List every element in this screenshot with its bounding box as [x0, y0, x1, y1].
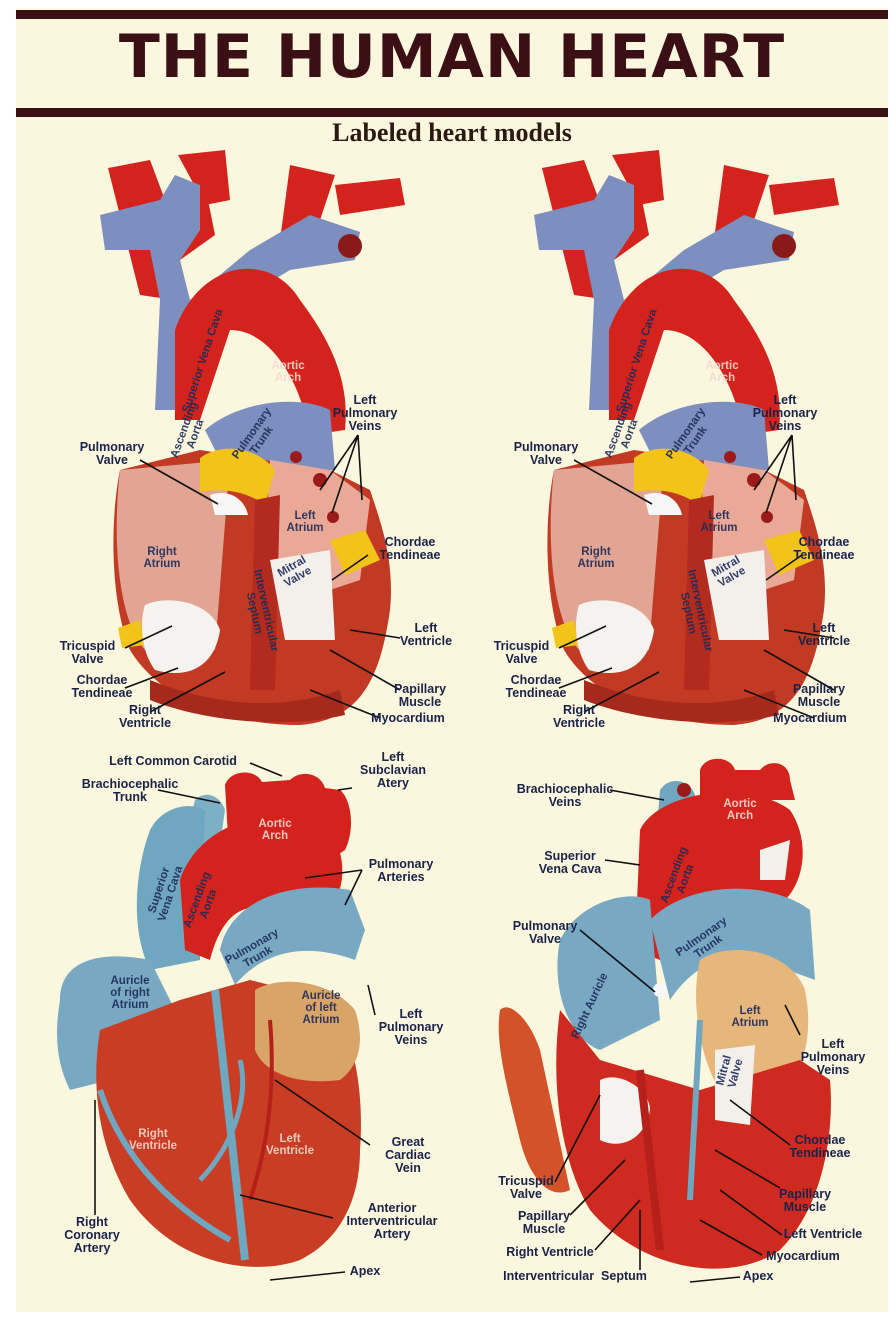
p2-papillary-muscle-label: Papillary Muscle	[792, 682, 846, 709]
title-underline	[16, 108, 888, 117]
page-subtitle: Labeled heart models	[332, 118, 572, 147]
p3-left-ventricle-label: Left Ventricle	[266, 1133, 314, 1157]
p2-chordae-tendineae-left-label: Chordae Tendineae	[505, 673, 567, 700]
p1-left-ventricle-label: Left Ventricle	[399, 621, 453, 648]
p4-left-ventricle-label: Left Ventricle	[783, 1227, 863, 1241]
p3-auricle-right-atrium-label: Auricle of right Atrium	[110, 975, 150, 1011]
p4-pulmonary-valve-label: Pulmonary Valve	[512, 919, 578, 946]
p4-right-ventricle-label: Right Ventricle	[506, 1245, 594, 1259]
p3-left-pulmonary-veins-label: Left Pulmonary Veins	[378, 1007, 444, 1047]
p1-right-atrium-label: Right Atrium	[143, 546, 181, 570]
p3-apex-label: Apex	[349, 1264, 381, 1278]
p2-myocardium-label: Myocardium	[773, 711, 847, 725]
p3-great-cardiac-vein-label: Great Cardiac Vein	[385, 1135, 431, 1175]
p2-chordae-tendineae-right-label: Chordae Tendineae	[793, 535, 855, 562]
p4-superior-vena-cava-label: Superior Vena Cava	[538, 849, 602, 876]
external-heart-model	[57, 772, 365, 1267]
p3-right-ventricle-label: Right Ventricle	[129, 1128, 177, 1152]
p2-left-ventricle-label: Left Ventricle	[797, 621, 851, 648]
p4-papillary-muscle-right-label: Papillary Muscle	[778, 1187, 832, 1214]
p4-myocardium-label: Myocardium	[766, 1249, 840, 1263]
cutaway-heart-model	[498, 758, 831, 1269]
p3-anterior-interventricular-artery-label: Anterior Interventricular Artery	[346, 1201, 438, 1241]
p1-left-atrium-label: Left Atrium	[286, 510, 324, 534]
p4-left-pulmonary-veins-label: Left Pulmonary Veins	[800, 1037, 866, 1077]
p4-brachiocephalic-veins-label: Brachiocephalic Veins	[516, 782, 614, 809]
p1-tricuspid-valve-label: Tricuspid Valve	[59, 639, 116, 666]
p2-right-ventricle-label: Right Ventricle	[552, 703, 606, 730]
p4-papillary-muscle-left-label: Papillary Muscle	[517, 1209, 571, 1236]
top-rule	[16, 10, 888, 19]
p4-aortic-arch-label: Aortic Arch	[723, 798, 757, 822]
p1-chordae-tendineae-right-label: Chordae Tendineae	[379, 535, 441, 562]
p1-left-pulmonary-veins-label: Left Pulmonary Veins	[332, 393, 398, 433]
p3-right-coronary-artery-label: Right Coronary Artery	[64, 1215, 120, 1255]
p1-papillary-muscle-label: Papillary Muscle	[393, 682, 447, 709]
p4-left-atrium-label: Left Atrium	[731, 1005, 769, 1029]
p4-chordae-tendineae-label: Chordae Tendineae	[789, 1133, 851, 1160]
p1-aortic-arch-label: Aortic Arch	[271, 360, 305, 384]
p4-tricuspid-valve-label: Tricuspid Valve	[498, 1174, 554, 1201]
p3-left-common-carotid-label: Left Common Carotid	[109, 754, 237, 768]
leader-lines	[94, 434, 835, 1283]
p1-right-ventricle-label: Right Ventricle	[118, 703, 172, 730]
p1-pulmonary-valve-label: Pulmonary Valve	[79, 440, 145, 467]
p3-left-subclavian-artery-label: Left Subclavian Atery	[360, 750, 426, 790]
p4-interventricular-septum-label: Interventricular Septum	[503, 1269, 647, 1283]
p3-auricle-left-atrium-label: Auricle of left Atrium	[301, 990, 341, 1026]
p2-right-atrium-label: Right Atrium	[577, 546, 615, 570]
p4-apex-label: Apex	[742, 1269, 774, 1283]
p3-aortic-arch-label: Aortic Arch	[258, 818, 292, 842]
p1-myocardium-label: Myocardium	[371, 711, 445, 725]
p2-tricuspid-valve-label: Tricuspid Valve	[493, 639, 550, 666]
p2-pulmonary-valve-label: Pulmonary Valve	[513, 440, 579, 467]
p2-aortic-arch-label: Aortic Arch	[705, 360, 739, 384]
page-title: THE HUMAN HEART	[118, 22, 786, 92]
p3-pulmonary-arteries-label: Pulmonary Arteries	[368, 857, 434, 884]
p1-chordae-tendineae-left-label: Chordae Tendineae	[71, 673, 133, 700]
p3-brachiocephalic-trunk-label: Brachiocephalic Trunk	[81, 777, 179, 804]
p2-left-pulmonary-veins-label: Left Pulmonary Veins	[752, 393, 818, 433]
p2-left-atrium-label: Left Atrium	[700, 510, 738, 534]
